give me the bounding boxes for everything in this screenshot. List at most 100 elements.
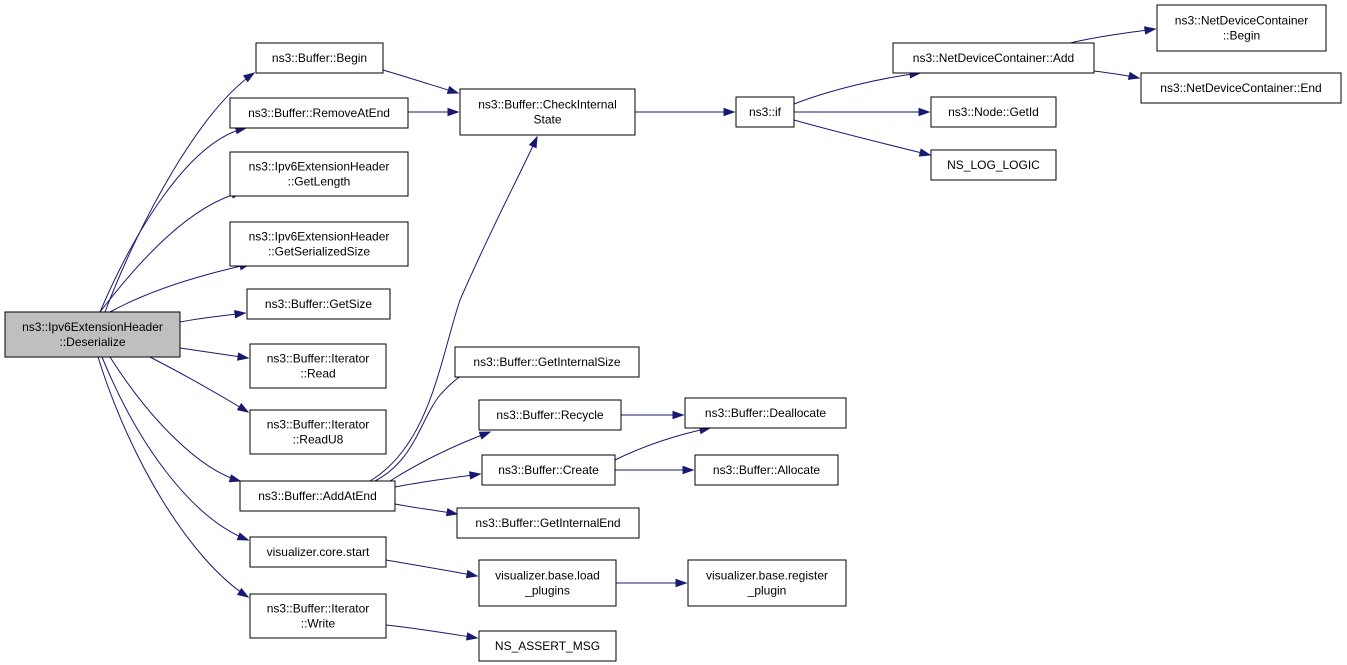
node-label-line: visualizer.base.register: [706, 569, 828, 583]
node-allocate[interactable]: ns3::Buffer::Allocate: [694, 454, 839, 486]
node-getinternalsize[interactable]: ns3::Buffer::GetInternalSize: [454, 346, 640, 378]
edge-line: [99, 127, 247, 313]
node-begin[interactable]: ns3::Buffer::Begin: [255, 42, 384, 74]
edge-line: [394, 473, 481, 488]
node-ndcbegin[interactable]: ns3::NetDeviceContainer::Begin: [1156, 4, 1327, 52]
node-box[interactable]: [229, 97, 409, 129]
node-recycle[interactable]: ns3::Buffer::Recycle: [478, 399, 622, 431]
edges-layer: [97, 26, 1157, 641]
node-box[interactable]: [478, 630, 617, 662]
node-nodegetid[interactable]: ns3::Node::GetId: [930, 96, 1057, 128]
arrowhead: [234, 310, 247, 319]
node-box[interactable]: [249, 343, 387, 389]
node-label-line: ::Deserialize: [59, 335, 125, 349]
node-box[interactable]: [930, 96, 1057, 128]
node-box[interactable]: [4, 311, 181, 358]
node-box[interactable]: [481, 454, 616, 486]
node-readu8[interactable]: ns3::Buffer::Iterator::ReadU8: [249, 409, 387, 455]
node-box[interactable]: [229, 151, 409, 197]
node-label-line: _plugin: [747, 584, 787, 598]
node-label-line: ns3::Ipv6ExtensionHeader: [22, 320, 163, 334]
edge-ndcadd-to-ndcend: [1093, 70, 1141, 80]
edge-addatend-to-getinternalend: [394, 503, 459, 517]
edge-line: [382, 69, 459, 94]
node-write[interactable]: ns3::Buffer::Iterator::Write: [249, 593, 387, 639]
edge-line: [97, 356, 249, 598]
edge-addatend-to-getinternalsize: [374, 368, 476, 482]
node-label-line: ns3::Buffer::Create: [498, 463, 599, 477]
node-box[interactable]: [478, 559, 617, 607]
node-label-line: ns3::Ipv6ExtensionHeader: [249, 160, 390, 174]
node-label-line: ::GetLength: [288, 175, 351, 189]
node-label-line: ns3::Buffer::CheckInternal: [478, 98, 617, 112]
node-getinternalend[interactable]: ns3::Buffer::GetInternalEnd: [456, 507, 640, 539]
node-box[interactable]: [249, 593, 387, 639]
node-ndcend[interactable]: ns3::NetDeviceContainer::End: [1140, 72, 1342, 104]
node-box[interactable]: [478, 399, 622, 431]
edge-vizstart-to-loadplugins: [385, 559, 479, 579]
arrowhead: [918, 148, 932, 157]
node-ndcadd[interactable]: ns3::NetDeviceContainer::Add: [892, 42, 1095, 74]
node-label-line: ns3::Buffer::GetSize: [265, 297, 372, 311]
node-box[interactable]: [694, 454, 839, 486]
arrowhead: [918, 107, 931, 117]
arrowhead: [242, 72, 256, 83]
node-box[interactable]: [249, 409, 387, 455]
arrowhead: [228, 474, 242, 483]
node-box[interactable]: [255, 42, 384, 74]
node-label-line: State: [533, 113, 561, 127]
node-box[interactable]: [684, 397, 847, 429]
edge-ndcadd-to-ndcbegin: [1069, 26, 1157, 44]
node-vizstart[interactable]: visualizer.core.start: [249, 536, 387, 568]
node-deserialize[interactable]: ns3::Ipv6ExtensionHeader::Deserialize: [4, 311, 181, 358]
node-box[interactable]: [1140, 72, 1342, 104]
node-box[interactable]: [249, 536, 387, 568]
node-box[interactable]: [459, 88, 636, 136]
arrowhead: [469, 471, 482, 480]
node-if[interactable]: ns3::if: [735, 96, 795, 128]
arrowhead: [682, 465, 695, 475]
arrowhead: [446, 85, 460, 94]
arrowhead: [237, 352, 250, 361]
node-box[interactable]: [239, 480, 396, 512]
edge-line: [109, 263, 251, 313]
node-box[interactable]: [456, 507, 640, 539]
arrowhead: [447, 107, 460, 117]
node-box[interactable]: [892, 42, 1095, 74]
node-label-line: NS_LOG_LOGIC: [947, 158, 1040, 172]
node-box[interactable]: [735, 96, 795, 128]
arrowhead: [1144, 26, 1157, 35]
node-getlength[interactable]: ns3::Ipv6ExtensionHeader::GetLength: [229, 151, 409, 197]
node-create[interactable]: ns3::Buffer::Create: [481, 454, 616, 486]
node-read[interactable]: ns3::Buffer::Iterator::Read: [249, 343, 387, 389]
node-box[interactable]: [1156, 4, 1327, 52]
arrowhead: [465, 569, 479, 579]
node-nslog[interactable]: NS_LOG_LOGIC: [930, 149, 1057, 181]
node-registerplugin[interactable]: visualizer.base.register_plugin: [687, 559, 847, 607]
edge-write-to-nsassert: [385, 624, 479, 641]
node-box[interactable]: [246, 288, 391, 320]
edge-removeatend-to-checkinternal: [408, 107, 460, 117]
arrowhead: [672, 410, 685, 420]
arrowhead: [236, 587, 250, 598]
edge-line: [369, 136, 538, 482]
node-loadplugins[interactable]: visualizer.base.load_plugins: [478, 559, 617, 607]
node-box[interactable]: [454, 346, 640, 378]
arrowhead: [478, 431, 492, 440]
node-nsassert[interactable]: NS_ASSERT_MSG: [478, 630, 617, 662]
node-label-line: ::ReadU8: [293, 433, 344, 447]
node-deallocate[interactable]: ns3::Buffer::Deallocate: [684, 397, 847, 429]
node-box[interactable]: [930, 149, 1057, 181]
node-label-line: ns3::Buffer::Recycle: [496, 408, 603, 422]
edge-loadplugins-to-registerplugin: [616, 578, 688, 588]
node-box[interactable]: [229, 221, 409, 267]
node-removeatend[interactable]: ns3::Buffer::RemoveAtEnd: [229, 97, 409, 129]
node-label-line: ::GetSerializedSize: [268, 245, 370, 259]
node-addatend[interactable]: ns3::Buffer::AddAtEnd: [239, 480, 396, 512]
node-getserializedsize[interactable]: ns3::Ipv6ExtensionHeader::GetSerializedS…: [229, 221, 409, 267]
node-getsize[interactable]: ns3::Buffer::GetSize: [246, 288, 391, 320]
edge-addatend-to-create: [394, 471, 482, 488]
node-box[interactable]: [687, 559, 847, 607]
